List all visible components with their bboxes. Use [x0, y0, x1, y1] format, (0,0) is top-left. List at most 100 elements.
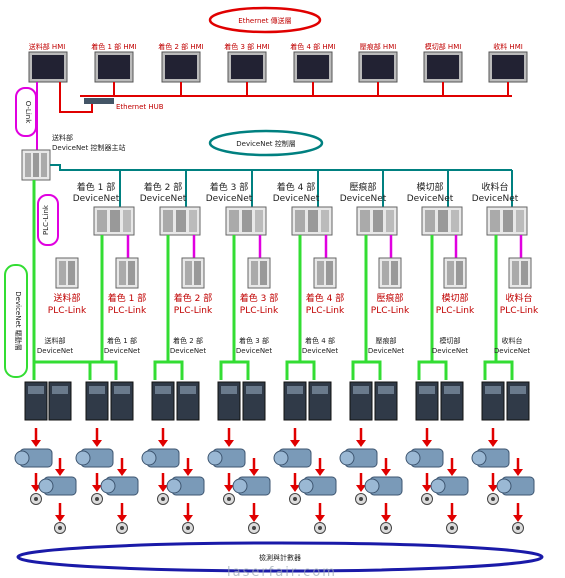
plc-label-diecut-l2: PLC-Link: [436, 306, 475, 316]
drive-label-feed-l2: DeviceNet: [37, 347, 73, 355]
inverter: [506, 381, 530, 421]
motors: [14, 448, 535, 496]
bottom-layer-ellipse: [16, 541, 544, 573]
hmi-label-color4: 着色 4 部 HMI: [290, 42, 336, 51]
inverter: [440, 381, 464, 421]
slave-controller: [225, 206, 267, 236]
master-label-line1: 送料部: [52, 133, 73, 142]
plc-label-diecut-l1: 模切部: [441, 292, 468, 304]
slave-label-color1-l1: 着色 1 部: [77, 181, 115, 193]
hmi-screen: [423, 51, 463, 83]
hmi-screen: [161, 51, 201, 83]
encoder-icon: [512, 522, 524, 534]
drive-label-color1-l2: DeviceNet: [104, 347, 140, 355]
plc-units: [55, 257, 532, 289]
slave-controller: [421, 206, 463, 236]
drive-label-diecut-l2: DeviceNet: [432, 347, 468, 355]
ethernet-hub-icon: [84, 98, 114, 104]
motor-icon: [471, 448, 510, 468]
encoder-icon: [355, 493, 367, 505]
motor-icon: [405, 448, 444, 468]
motor-icon: [339, 448, 378, 468]
motor-icon: [232, 476, 271, 496]
inverter: [24, 381, 48, 421]
plc-label-color4-l1: 着色 4 部: [306, 292, 344, 304]
drive-label-color3-l2: DeviceNet: [236, 347, 272, 355]
motor-icon: [298, 476, 337, 496]
inverter: [374, 381, 398, 421]
plc-unit: [508, 257, 532, 289]
motor-icon: [496, 476, 535, 496]
plc-label-color2-l1: 着色 2 部: [174, 292, 212, 304]
plc-label-stacker-l1: 收料台: [505, 292, 532, 304]
drive-label-color2-l1: 着色 2 部: [173, 336, 203, 345]
slave-label-color1-l2: DeviceNet: [73, 194, 120, 204]
plc-label-color4-l2: PLC-Link: [306, 306, 345, 316]
ethernet-bus: [59, 82, 512, 113]
inverter: [176, 381, 200, 421]
plc-label-color1-l2: PLC-Link: [108, 306, 147, 316]
inverter: [48, 381, 72, 421]
encoder-icon: [223, 493, 235, 505]
plc-label-crease-l2: PLC-Link: [371, 306, 410, 316]
plc-unit: [115, 257, 139, 289]
slave-controller: [159, 206, 201, 236]
drive-label-color4-l2: DeviceNet: [302, 347, 338, 355]
hmi-label-color1: 着色 1 部 HMI: [91, 42, 137, 51]
plc-label-color1-l1: 着色 1 部: [108, 292, 146, 304]
master-controller: [21, 149, 51, 181]
encoder-icon: [446, 522, 458, 534]
drive-label-feed-l1: 送料部: [45, 336, 66, 345]
hmi-label-diecut: 模切部 HMI: [425, 42, 462, 51]
hmi-label-crease: 壓痕部 HMI: [360, 42, 397, 51]
inverter: [481, 381, 505, 421]
hmi-screen: [94, 51, 134, 83]
slave-label-color2-l2: DeviceNet: [140, 194, 187, 204]
slave-controllers: [93, 206, 528, 236]
plc-label-stacker-l2: PLC-Link: [500, 306, 539, 316]
plc-unit: [378, 257, 402, 289]
master-label-line2: DeviceNet 控制器主站: [52, 143, 125, 152]
drive-label-stacker-l2: DeviceNet: [494, 347, 530, 355]
ethernet-layer-ellipse: [208, 6, 322, 34]
devicenet-control-bus: [50, 164, 513, 207]
motor-icon: [100, 476, 139, 496]
plc-label-feed-l1: 送料部: [53, 292, 80, 304]
inverter: [85, 381, 109, 421]
motor-icon: [273, 448, 312, 468]
inverter: [217, 381, 241, 421]
plc-unit: [443, 257, 467, 289]
inverter: [151, 381, 175, 421]
encoder-icon: [116, 522, 128, 534]
slave-label-crease-l2: DeviceNet: [340, 194, 387, 204]
encoder-icon: [30, 493, 42, 505]
slave-label-color3-l1: 着色 3 部: [210, 181, 248, 193]
plc-label-crease-l1: 壓痕部: [376, 292, 403, 304]
ethernet-hub-label: Ethernet HUB: [116, 103, 164, 111]
motor-icon: [38, 476, 77, 496]
plc-unit: [181, 257, 205, 289]
plc-link-box: [37, 194, 59, 246]
motor-icon: [75, 448, 114, 468]
slave-label-stacker-l1: 收料台: [481, 181, 508, 193]
plc-link-vertical-label: PLC-Link: [42, 204, 50, 235]
encoder-icon: [157, 493, 169, 505]
drive-label-crease-l1: 壓痕部: [376, 336, 397, 345]
slave-label-diecut-l2: DeviceNet: [407, 194, 454, 204]
encoder-icon: [91, 493, 103, 505]
drive-label-color2-l2: DeviceNet: [170, 347, 206, 355]
drive-label-stacker-l1: 收料台: [502, 336, 523, 345]
ethernet-layer-label: Ethernet 傳送層: [238, 16, 291, 25]
encoder-icon: [248, 522, 260, 534]
slave-label-color2-l1: 着色 2 部: [144, 181, 182, 193]
devicenet-control-label: DeviceNet 控制層: [236, 139, 295, 148]
motor-icon: [14, 448, 53, 468]
drive-label-diecut-l1: 模切部: [440, 336, 461, 345]
hmi-label-color2: 着色 2 部 HMI: [158, 42, 204, 51]
slave-controller: [486, 206, 528, 236]
inverter: [308, 381, 332, 421]
devicenet-drive-label: DeviceNet 驅動層: [14, 291, 23, 350]
motor-icon: [207, 448, 246, 468]
drive-label-crease-l2: DeviceNet: [368, 347, 404, 355]
